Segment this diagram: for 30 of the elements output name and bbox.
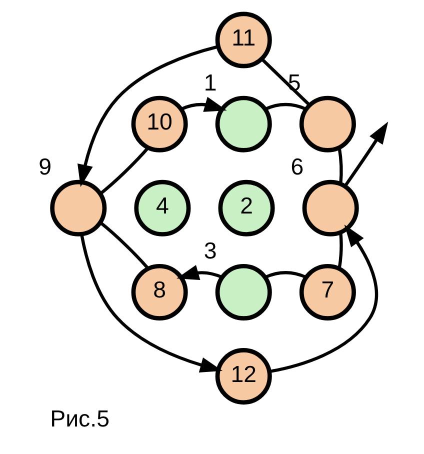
node-circle: 2	[218, 180, 275, 236]
arrow	[176, 264, 223, 280]
connector	[260, 58, 311, 106]
node-circle: 12	[215, 348, 272, 405]
node-circle	[50, 180, 107, 236]
arrow	[78, 45, 218, 187]
node-circle: 10	[131, 96, 188, 152]
node-label: 1	[204, 69, 217, 96]
node-label: 9	[38, 154, 52, 180]
connector	[338, 232, 343, 269]
node-label: 6	[290, 154, 304, 180]
arrow	[80, 234, 223, 373]
node-circle: 11	[215, 12, 272, 68]
node-circle: 4	[134, 180, 191, 236]
connector	[99, 221, 150, 270]
connector	[264, 271, 307, 279]
node-circle: 8	[131, 264, 188, 320]
node-circle	[215, 264, 272, 320]
node-circle: 7	[299, 264, 356, 320]
connector	[338, 147, 343, 184]
connector	[264, 102, 307, 111]
caption: Рис.5	[50, 406, 110, 432]
arrow	[180, 96, 227, 112]
node-label: 3	[204, 238, 217, 264]
node-circle	[299, 96, 356, 152]
connector	[100, 146, 150, 195]
arrow	[269, 224, 378, 374]
node-circle	[302, 180, 359, 236]
node-circle	[215, 96, 272, 152]
arrow	[344, 122, 388, 187]
